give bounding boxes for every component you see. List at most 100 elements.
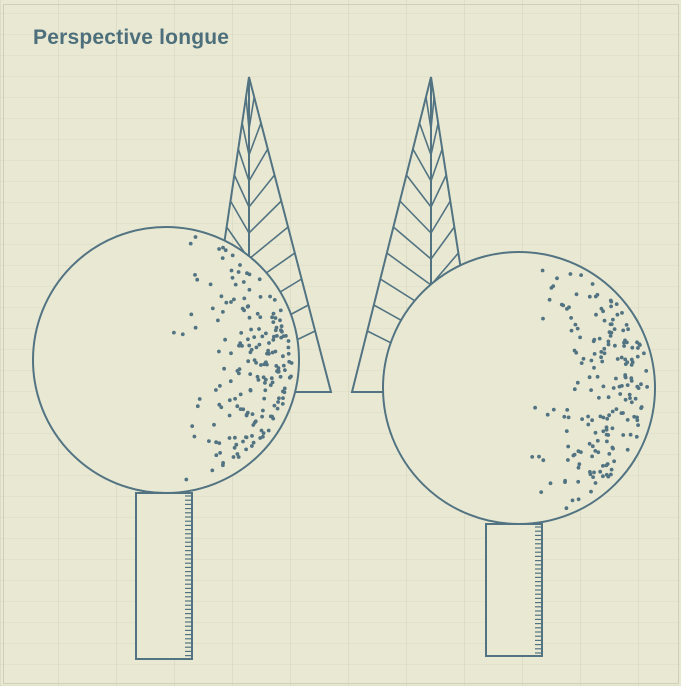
stipple-dot — [261, 435, 265, 439]
stipple-dot — [611, 318, 615, 322]
stipple-dot — [575, 292, 579, 296]
stipple-dot — [258, 343, 262, 347]
stipple-dot — [210, 469, 214, 473]
stipple-dot — [601, 474, 605, 478]
stipple-dot — [620, 311, 624, 315]
stipple-dot — [630, 346, 634, 350]
stipple-dot — [634, 397, 638, 401]
stipple-dot — [264, 378, 268, 382]
stipple-dot — [533, 406, 537, 410]
stipple-dot — [245, 414, 249, 418]
stipple-dot — [611, 446, 615, 450]
stipple-dot — [567, 305, 571, 309]
stipple-dot — [588, 375, 592, 379]
stipple-dot — [601, 464, 605, 468]
stipple-dot — [223, 338, 227, 342]
stipple-dot — [636, 355, 640, 359]
right-trunk — [486, 524, 542, 656]
cone-vein — [431, 123, 438, 155]
stipple-dot — [576, 381, 580, 385]
stipple-dot — [238, 263, 242, 267]
stipple-dot — [230, 269, 234, 273]
stipple-dot — [565, 429, 569, 433]
stipple-dot — [258, 277, 262, 281]
stipple-dot — [605, 440, 609, 444]
cone-vein — [238, 149, 249, 181]
stipple-dot — [262, 397, 266, 401]
stipple-dot — [591, 282, 595, 286]
stipple-dot — [563, 480, 567, 484]
stipple-dot — [277, 370, 281, 374]
stipple-dot — [222, 367, 226, 371]
stipple-dot — [232, 298, 236, 302]
stipple-dot — [569, 272, 573, 276]
stipple-dot — [274, 316, 278, 320]
stipple-dot — [615, 407, 619, 411]
stipple-dot — [244, 448, 248, 452]
stipple-dot — [232, 455, 236, 459]
stipple-dot — [589, 472, 593, 476]
stipple-dot — [257, 378, 261, 382]
left-crown — [33, 227, 299, 493]
stipple-dot — [562, 415, 566, 419]
stipple-dot — [596, 439, 600, 443]
stipple-dot — [594, 431, 598, 435]
stipple-dot — [228, 398, 232, 402]
stipple-dot — [574, 323, 578, 327]
stipple-dot — [612, 386, 616, 390]
stipple-dot — [626, 418, 630, 422]
stipple-dot — [589, 490, 593, 494]
stipple-dot — [622, 344, 626, 348]
stipple-dot — [550, 286, 554, 290]
stipple-dot — [254, 361, 258, 365]
stipple-dot — [593, 352, 597, 356]
stipple-dot — [626, 448, 630, 452]
stipple-dot — [578, 336, 582, 340]
stipple-dot — [237, 372, 241, 376]
stipple-dot — [565, 408, 569, 412]
stipple-dot — [537, 455, 541, 459]
stipple-dot — [246, 305, 250, 309]
stipple-dot — [267, 352, 271, 356]
cone-vein — [431, 149, 442, 181]
stipple-dot — [615, 302, 619, 306]
stipple-dot — [221, 256, 225, 260]
cone-vein — [419, 123, 431, 155]
cone-vein — [249, 149, 268, 181]
stipple-dot — [287, 339, 291, 343]
stipple-dot — [629, 433, 633, 437]
stipple-dot — [602, 347, 606, 351]
stipple-dot — [248, 372, 252, 376]
stipple-dot — [270, 376, 274, 380]
stipple-dot — [217, 247, 221, 251]
stipple-dot — [592, 366, 596, 370]
stipple-dot — [630, 363, 634, 367]
stipple-dot — [250, 348, 254, 352]
stipple-dot — [566, 458, 570, 462]
stipple-dot — [603, 319, 607, 323]
stipple-dot — [235, 404, 239, 408]
stipple-dot — [277, 366, 281, 370]
stipple-dot — [541, 269, 545, 273]
stipple-dot — [278, 318, 282, 322]
stipple-dot — [256, 312, 260, 316]
cone-vein — [393, 227, 431, 259]
stipple-dot — [577, 462, 581, 466]
stipple-dot — [270, 415, 274, 419]
stipple-dot — [592, 471, 596, 475]
stipple-dot — [576, 480, 580, 484]
stipple-dot — [565, 506, 569, 510]
stipple-dot — [609, 334, 613, 338]
stipple-dot — [613, 327, 617, 331]
stipple-dot — [611, 426, 615, 430]
stipple-dot — [636, 423, 640, 427]
stipple-dot — [190, 424, 194, 428]
stipple-dot — [267, 429, 271, 433]
cone-vein — [387, 253, 431, 285]
stipple-dot — [252, 335, 256, 339]
stipple-dot — [607, 340, 611, 344]
stipple-dot — [645, 385, 649, 389]
stipple-dot — [580, 361, 584, 365]
stipple-dot — [600, 360, 604, 364]
stipple-dot — [233, 446, 237, 450]
